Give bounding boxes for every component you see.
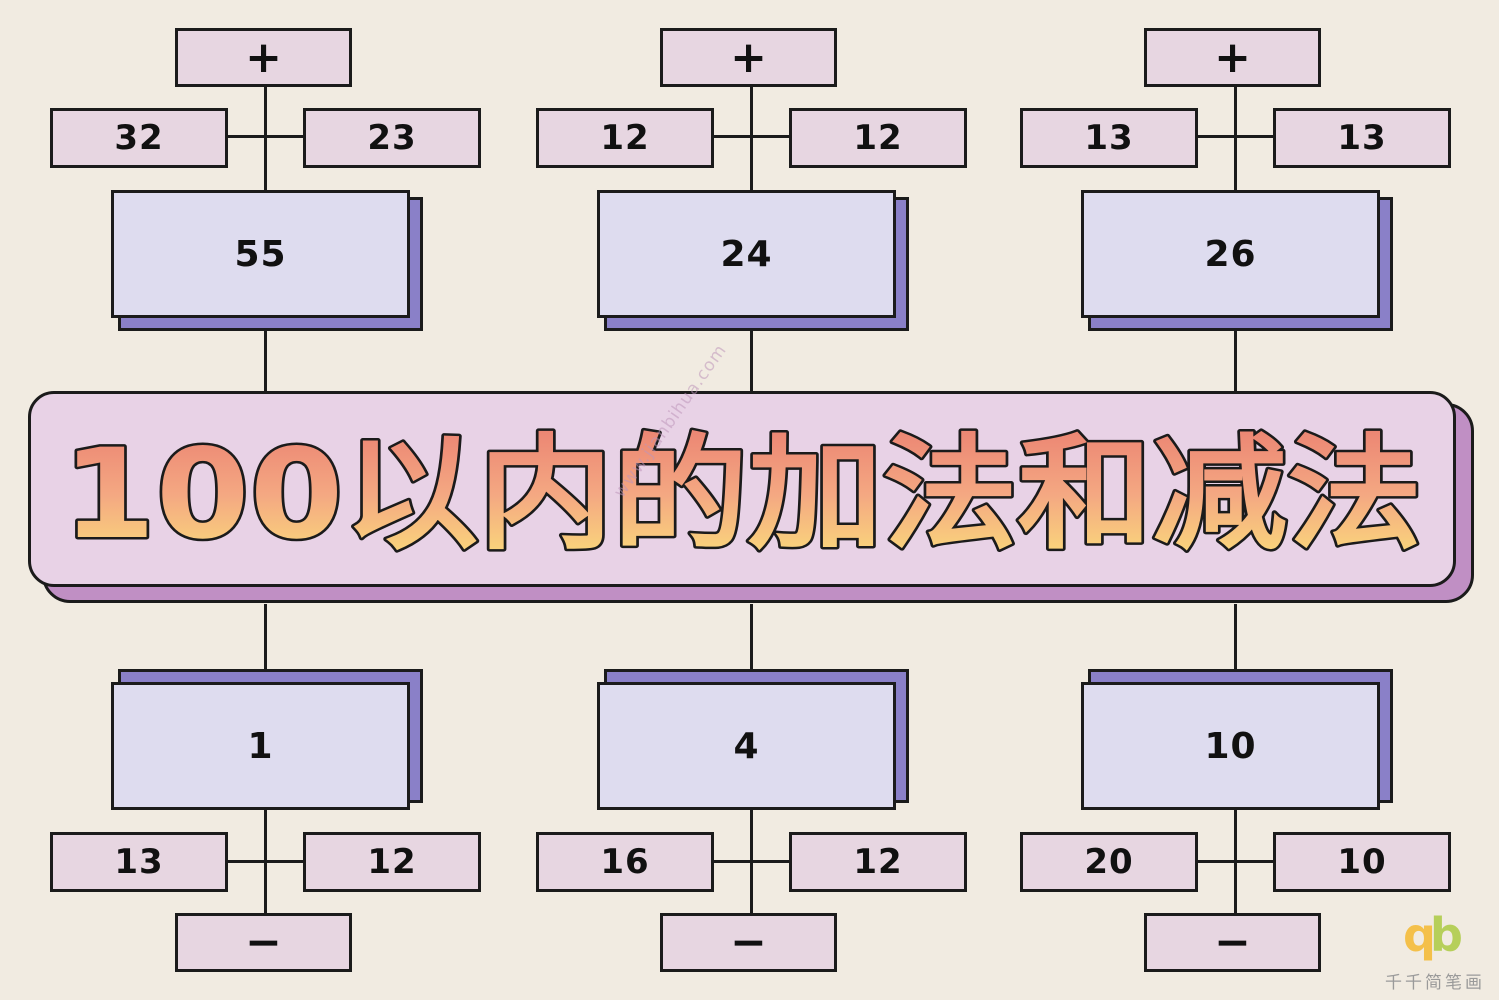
operator-label: + [245, 31, 282, 83]
number-label: 12 [367, 842, 417, 882]
minuend-box: 20 [1020, 832, 1198, 892]
brand-logo: qb 千千简笔画 [1385, 908, 1485, 998]
number-label: 23 [367, 118, 417, 158]
plus-operator-box: + [1144, 28, 1321, 87]
logo-mark-a: q [1403, 908, 1436, 962]
minus-operator-box: − [1144, 913, 1321, 972]
logo-text: 千千简笔画 [1385, 973, 1485, 993]
subtrahend-box: 12 [789, 832, 967, 892]
number-label: 13 [1084, 118, 1134, 158]
plus-operator-box: + [175, 28, 352, 87]
addend-box-right: 12 [789, 108, 967, 168]
number-label: 13 [114, 842, 164, 882]
connector-line [712, 135, 791, 138]
title-graphic: 100以内的加法和减法 [60, 421, 1425, 570]
plus-operator-box: + [660, 28, 837, 87]
operator-label: − [245, 916, 282, 968]
connector-line [264, 318, 267, 394]
page-title: 100以内的加法和减法 [62, 423, 1422, 567]
connector-line [226, 135, 305, 138]
logo-mark-b: b [1429, 908, 1463, 962]
number-label: 16 [600, 842, 650, 882]
connector-line [750, 318, 753, 394]
connector-line [1234, 318, 1237, 394]
connector-line [1234, 604, 1237, 674]
title-banner [28, 391, 1456, 587]
subtrahend-box: 10 [1273, 832, 1451, 892]
connector-line [712, 860, 791, 863]
operator-label: − [730, 916, 767, 968]
minus-operator-box: − [660, 913, 837, 972]
number-label: 12 [853, 842, 903, 882]
addend-box-right: 13 [1273, 108, 1451, 168]
connector-line [264, 85, 267, 192]
operator-label: + [1214, 31, 1251, 83]
operator-label: + [730, 31, 767, 83]
operator-label: − [1214, 916, 1251, 968]
connector-line [226, 860, 305, 863]
difference-result-box: 4 [597, 682, 896, 810]
connector-line [1196, 860, 1275, 863]
result-label: 55 [234, 233, 287, 275]
result-label: 1 [247, 725, 274, 767]
connector-line [750, 604, 753, 674]
difference-result-box: 10 [1081, 682, 1380, 810]
sum-result-box: 26 [1081, 190, 1380, 318]
number-label: 10 [1337, 842, 1387, 882]
addend-box-left: 32 [50, 108, 228, 168]
connector-line [750, 85, 753, 192]
difference-result-box: 1 [111, 682, 410, 810]
number-label: 12 [853, 118, 903, 158]
minuend-box: 13 [50, 832, 228, 892]
result-label: 24 [720, 233, 773, 275]
minuend-box: 16 [536, 832, 714, 892]
addend-box-left: 12 [536, 108, 714, 168]
minus-operator-box: − [175, 913, 352, 972]
logo-icon: qb [1403, 908, 1463, 962]
result-label: 26 [1204, 233, 1257, 275]
number-label: 12 [600, 118, 650, 158]
subtrahend-box: 12 [303, 832, 481, 892]
addend-box-left: 13 [1020, 108, 1198, 168]
addend-box-right: 23 [303, 108, 481, 168]
connector-line [1196, 135, 1275, 138]
connector-line [1234, 85, 1237, 192]
sum-result-box: 55 [111, 190, 410, 318]
connector-line [264, 604, 267, 674]
number-label: 32 [114, 118, 164, 158]
sum-result-box: 24 [597, 190, 896, 318]
result-label: 10 [1204, 725, 1257, 767]
result-label: 4 [733, 725, 760, 767]
number-label: 20 [1084, 842, 1134, 882]
number-label: 13 [1337, 118, 1387, 158]
